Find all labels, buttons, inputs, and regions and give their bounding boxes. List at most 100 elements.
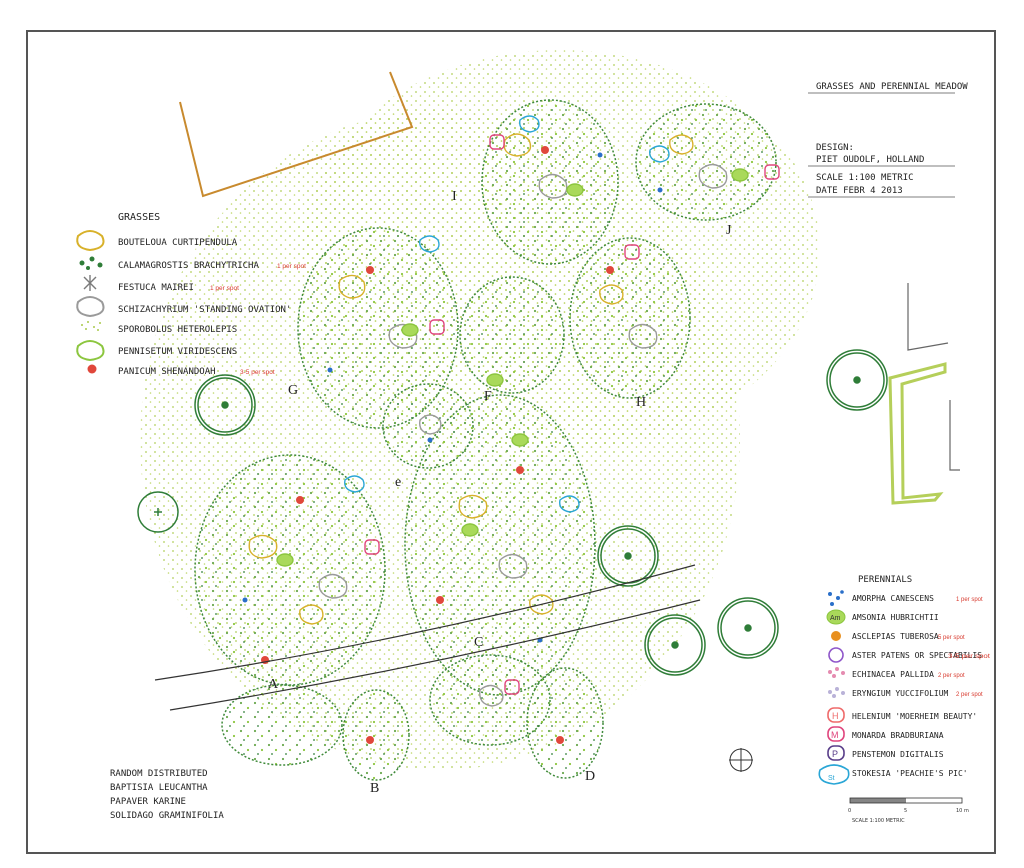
bed-b	[342, 689, 410, 781]
legend-festuca-note: 1 per spot	[210, 285, 239, 292]
bed-labels: A B C D e F G H I J	[268, 189, 732, 796]
legend-sporobolus-label: SPOROBOLUS HETEROLEPIS	[118, 325, 237, 335]
random-note-line-4: SOLIDAGO GRAMINIFOLIA	[110, 811, 224, 821]
perennials-heading: PERENNIALS	[858, 575, 912, 585]
random-note-line-2: BAPTISIA LEUCANTHA	[110, 783, 208, 793]
bed-a-lower	[221, 684, 343, 766]
plant-symbols	[242, 115, 780, 744]
bed-c	[404, 394, 596, 696]
scale-tick-0: 0	[848, 808, 851, 814]
footpath	[154, 564, 701, 711]
legend-asclepias-label: ASCLEPIAS TUBEROSA	[852, 632, 939, 641]
legend-pennisetum-icon	[76, 340, 105, 362]
bed-d	[526, 667, 604, 779]
legend-stokesia-icon: St	[818, 764, 850, 785]
legend-amorpha-label: AMORPHA CANESCENS	[852, 594, 934, 603]
legend-schizachyrium-label: SCHIZACHYRIUM 'STANDING OVATION'	[118, 305, 291, 315]
legend-monarda-icon: M	[827, 726, 845, 742]
legend-amsonia-label: AMSONIA HUBRICHTII	[852, 613, 939, 622]
tree-lower-2	[717, 597, 779, 659]
grasses-legend: GRASSES BOUTELOUA CURTIPENDULA CALAMAGRO…	[76, 212, 306, 377]
legend-bouteloua-label: BOUTELOUA CURTIPENDULA	[118, 238, 238, 248]
pergola-structure	[888, 362, 947, 505]
tree-right	[826, 349, 888, 411]
svg-text:St: St	[828, 775, 835, 782]
legend-monarda-label: MONARDA BRADBURIANA	[852, 731, 944, 740]
random-distributed-note: RANDOM DISTRIBUTED BAPTISIA LEUCANTHA PA…	[110, 769, 224, 821]
designer-name: PIET OUDOLF, HOLLAND	[816, 155, 924, 165]
svg-text:H: H	[832, 711, 839, 721]
legend-calamagrostis-label: CALAMAGROSTIS BRACHYTRICHA	[118, 261, 259, 271]
path-edge-right	[907, 283, 949, 351]
legend-helenium-label: HELENIUM 'MOERHEIM BEAUTY'	[852, 712, 977, 721]
plan-title: GRASSES AND PERENNIAL MEADOW	[816, 82, 968, 92]
bed-g	[297, 227, 459, 429]
legend-stokesia-label: STOKESIA 'PEACHIE'S PIC'	[852, 769, 968, 778]
legend-amorpha-note: 1 per spot	[956, 597, 983, 603]
bed-label-b: B	[370, 781, 379, 796]
legend-asclepias-note: 5 per spot	[938, 635, 965, 641]
legend-echinacea-label: ECHINACEA PALLIDA	[852, 670, 934, 679]
legend-aster-note: 3-5 per spot	[948, 654, 990, 660]
retaining-wall	[179, 71, 414, 198]
legend-penstemon-icon: P	[827, 745, 845, 761]
bed-label-d: D	[585, 769, 595, 784]
legend-aster-icon	[828, 647, 844, 663]
random-note-line-3: PAPAVER KARINE	[110, 797, 186, 807]
title-scale: SCALE 1:100 METRIC	[816, 173, 914, 183]
legend-calamagrostis-icon	[79, 256, 103, 270]
legend-eryngium-note: 2 per spot	[956, 692, 983, 698]
legend-helenium-icon: H	[827, 707, 845, 723]
bed-a	[194, 454, 386, 686]
scale-caption: SCALE 1:100 METRIC	[852, 818, 905, 824]
plan-date: DATE FEBR 4 2013	[816, 186, 903, 196]
path-edge-right-lower	[949, 400, 960, 471]
bed-i	[481, 99, 619, 265]
legend-asclepias-icon	[831, 631, 841, 641]
bed-h	[569, 237, 691, 399]
bed-label-i: I	[452, 189, 457, 204]
legend-sporobolus-icon	[81, 321, 101, 331]
legend-eryngium-label: ERYNGIUM YUCCIFOLIUM	[852, 689, 949, 698]
beds	[194, 99, 777, 781]
bed-label-g: G	[288, 383, 298, 398]
perennials-legend: PERENNIALS Am H M P St AMORPHA CANESCENS…	[818, 575, 990, 785]
bed-label-c: C	[474, 635, 483, 650]
legend-pennisetum-label: PENNISETUM VIRIDESCENS	[118, 347, 237, 357]
sheet-frame	[26, 30, 996, 854]
north-arrow-icon	[729, 748, 753, 772]
legend-panicum-icon	[87, 364, 97, 374]
legend-aster-label: ASTER PATENS OR SPECTABILIS	[852, 651, 982, 660]
legend-calamagrostis-note: 1 per spot	[277, 263, 306, 270]
title-block: GRASSES AND PERENNIAL MEADOW DESIGN: PIE…	[808, 82, 968, 198]
tree-lower-1	[644, 614, 706, 676]
tree-left	[194, 374, 256, 436]
legend-bouteloua-icon	[76, 230, 105, 252]
legend-amsonia-icon: Am	[826, 609, 846, 625]
design-label: DESIGN:	[816, 143, 854, 153]
bed-label-j: J	[726, 223, 732, 238]
tree-small-left	[137, 491, 179, 533]
legend-eryngium-icon	[828, 687, 845, 698]
grasses-heading: GRASSES	[118, 212, 160, 223]
legend-festuca-label: FESTUCA MAIREI	[118, 283, 194, 293]
scale-bar: 0 5 10 m SCALE 1:100 METRIC	[848, 797, 969, 824]
legend-echinacea-icon	[828, 667, 845, 678]
bed-j	[635, 103, 777, 221]
bed-label-h: H	[636, 395, 646, 410]
legend-echinacea-note: 2 per spot	[938, 673, 965, 679]
legend-panicum-label: PANICUM SHENANDOAH	[118, 367, 216, 377]
legend-festuca-icon	[83, 275, 97, 291]
legend-schizachyrium-icon	[76, 296, 105, 318]
scale-tick-5: 5	[904, 808, 907, 814]
bed-label-f: F	[484, 389, 492, 404]
scale-tick-10: 10 m	[956, 808, 969, 814]
legend-penstemon-label: PENSTEMON DIGITALIS	[852, 750, 944, 759]
svg-text:M: M	[831, 730, 839, 740]
random-note-line-1: RANDOM DISTRIBUTED	[110, 769, 208, 779]
bed-label-a: A	[268, 677, 279, 692]
legend-amorpha-icon	[828, 590, 844, 606]
bed-f	[459, 276, 565, 394]
svg-text:Am: Am	[830, 615, 841, 622]
